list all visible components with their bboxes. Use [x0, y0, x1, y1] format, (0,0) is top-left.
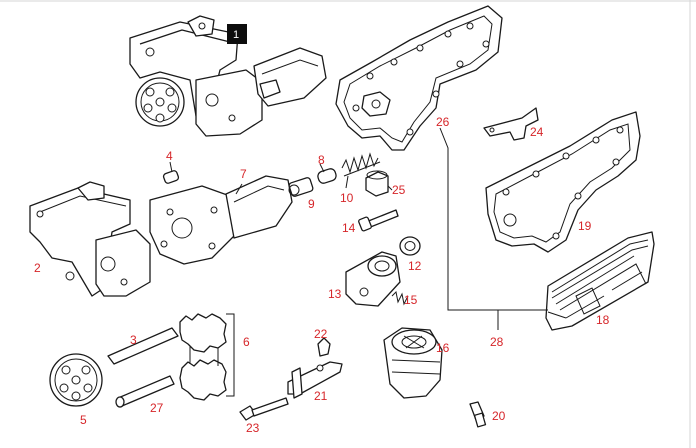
spring-15 [391, 290, 409, 306]
filter-head-13 [345, 251, 401, 307]
plug-4 [162, 170, 180, 184]
callout-23: 23 [246, 421, 260, 435]
callout-15: 15 [404, 293, 418, 307]
spring-10 [341, 152, 381, 177]
assembly-badge [227, 24, 247, 44]
callout-13: 13 [328, 287, 342, 301]
gasket-26 [335, 5, 503, 151]
gears-6 [179, 313, 227, 401]
bracket-24 [483, 107, 539, 141]
screw-23 [239, 397, 289, 421]
callout-9: 9 [308, 197, 315, 211]
callout-27: 27 [150, 401, 164, 415]
bracket-6 [226, 313, 235, 397]
pump-body-2 [29, 181, 151, 297]
oil-filter-16 [383, 327, 443, 399]
shaft-3 [107, 327, 179, 365]
callout-3: 3 [130, 333, 137, 347]
pipe-21 [287, 361, 343, 399]
callout-26: 26 [436, 115, 450, 129]
callout-28: 28 [490, 335, 504, 349]
callout-18: 18 [596, 313, 610, 327]
oil-pump-assembly [129, 15, 327, 137]
piston-8 [317, 168, 337, 184]
assembly-badge-number: 1 [233, 29, 239, 41]
callout-labels: 2 3 4 5 6 7 8 9 10 12 13 14 15 16 18 19 … [34, 115, 610, 435]
bolt-14 [358, 209, 399, 232]
callout-19: 19 [578, 219, 592, 233]
drain-plug-20 [469, 401, 487, 428]
callout-6: 6 [243, 335, 250, 349]
callout-7: 7 [240, 167, 247, 181]
callout-24: 24 [530, 125, 544, 139]
callout-25: 25 [392, 183, 406, 197]
callout-14: 14 [342, 221, 356, 235]
gear-5 [49, 353, 103, 407]
callout-2: 2 [34, 261, 41, 275]
callout-4: 4 [166, 149, 173, 163]
gasket-19 [485, 111, 641, 253]
callout-10: 10 [340, 191, 354, 205]
washer-12 [399, 236, 421, 256]
pump-cover-7 [149, 175, 293, 265]
callout-8: 8 [318, 153, 325, 167]
callout-12: 12 [408, 259, 422, 273]
callout-5: 5 [80, 413, 87, 427]
callout-16: 16 [436, 341, 450, 355]
pin-27 [115, 375, 175, 408]
sleeve-25 [365, 170, 389, 197]
oil-cooler-18 [545, 231, 655, 331]
callout-20: 20 [492, 409, 506, 423]
nozzle-22 [317, 337, 331, 357]
callout-21: 21 [314, 389, 328, 403]
valve-plunger-9 [288, 177, 314, 197]
callout-22: 22 [314, 327, 328, 341]
